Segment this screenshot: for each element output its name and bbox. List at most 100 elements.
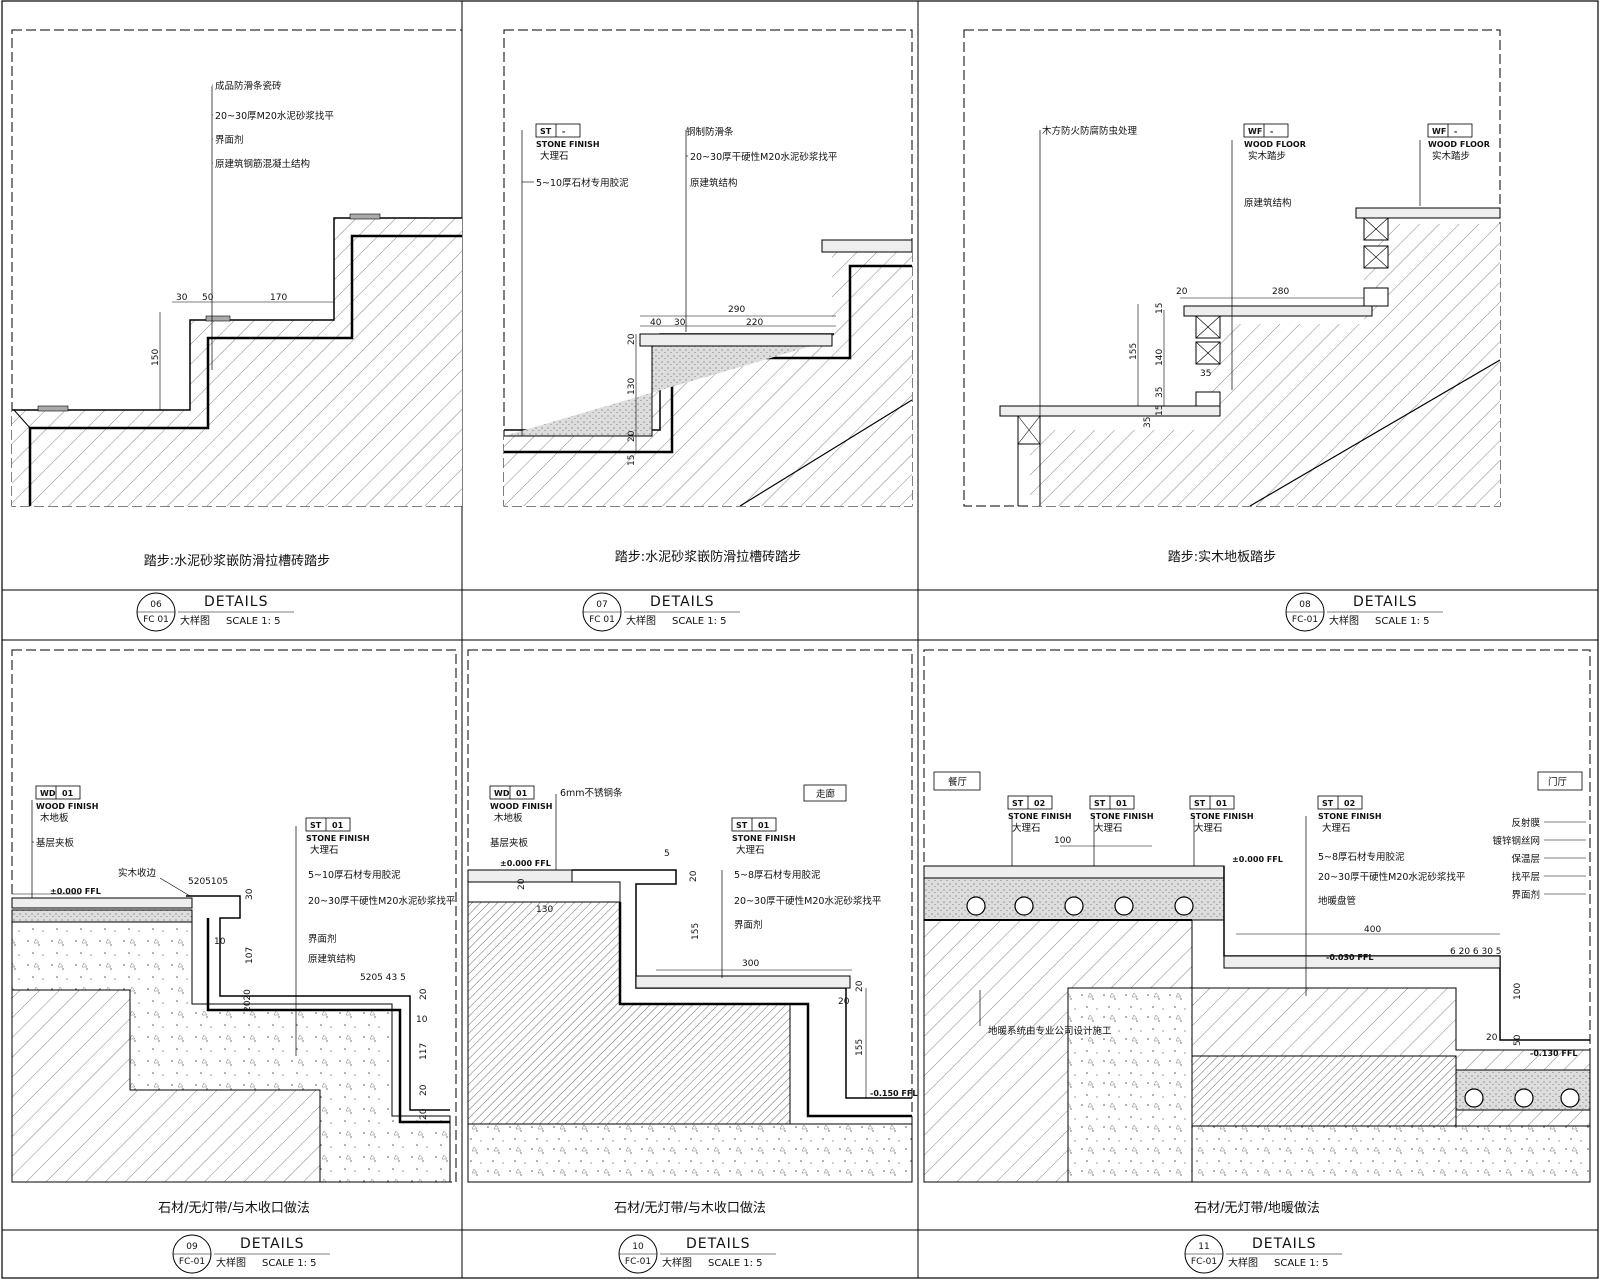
material-number: 01 (516, 789, 528, 798)
dimension: 130 (627, 378, 637, 395)
spec-label: 5~10厚石材专用胶泥 (308, 869, 401, 881)
dimension: 20 (689, 870, 699, 882)
spec-label: 20~30厚干硬性M20水泥砂浆找平 (1318, 871, 1466, 883)
spec-label: 地暖盘管 (1318, 895, 1356, 907)
spec-label: 界面剂 (215, 134, 244, 146)
dimension: 30 (674, 318, 686, 328)
dimension: 150 (151, 349, 161, 366)
spec-label: 镀锌钢丝网 (1492, 835, 1540, 847)
stair-section-10 (467, 794, 913, 1183)
material-number: 02 (1034, 799, 1045, 808)
dimension: 220 (746, 318, 763, 328)
material-tag (1427, 123, 1473, 138)
dimension: 50 (1513, 1034, 1523, 1046)
dimension: 400 (1364, 925, 1381, 935)
material-name: STONE FINISH (732, 834, 796, 843)
dimension: 280 (1272, 287, 1289, 297)
dimension: 40 (650, 318, 662, 328)
material-code: WD (40, 789, 56, 798)
dimension: 2020 (243, 989, 253, 1012)
material-tag (1243, 123, 1289, 138)
dimension: 130 (536, 905, 553, 915)
dimension: 20 (419, 988, 429, 1000)
sheet-ref: FC 01 (143, 615, 169, 625)
material-name-cn: 大理石 (1322, 822, 1351, 834)
detail-number: 06 (150, 600, 162, 610)
material-code: ST (310, 821, 322, 830)
detail-scale: SCALE 1: 5 (672, 616, 727, 627)
material-tag (305, 817, 351, 832)
direction-arrow (933, 771, 981, 791)
material-number: 02 (1344, 799, 1355, 808)
material-tag (1317, 795, 1363, 810)
stair-section-06 (12, 86, 462, 506)
spec-label: 5~8厚石材专用胶泥 (734, 869, 821, 881)
detail-number: 07 (596, 600, 607, 610)
spec-label: 成品防滑条瓷砖 (215, 80, 282, 92)
material-code: ST (540, 127, 552, 136)
dimension: 20 (627, 430, 637, 442)
leader (159, 877, 191, 897)
detail-subtitle: 大样图 (662, 1256, 692, 1269)
dimension: 155 (855, 1039, 865, 1056)
dimension: 5 (664, 849, 670, 859)
dimension: 107 (245, 947, 255, 964)
direction-arrow (1537, 771, 1583, 791)
spec-label: 界面剂 (308, 933, 337, 945)
dimension: 5205105 (188, 877, 228, 887)
material-tag (1189, 795, 1235, 810)
spec-label: 基层夹板 (36, 837, 75, 849)
detail-caption: 踏步:水泥砂浆嵌防滑拉槽砖踏步 (615, 549, 801, 565)
detail-subtitle: 大样图 (1228, 1256, 1258, 1269)
dimension: 30 (176, 293, 188, 303)
sheet-ref: FC-01 (179, 1257, 205, 1267)
detail-title: DETAILS (650, 594, 714, 610)
material-number: 01 (62, 789, 74, 798)
material-name: STONE FINISH (1318, 812, 1382, 821)
detail-scale: SCALE 1: 5 (262, 1258, 317, 1269)
dimension: 15 (1155, 303, 1165, 314)
detail-title: DETAILS (204, 594, 268, 610)
dimension: 140 (1155, 349, 1165, 366)
spec-label: 原建筑结构 (690, 177, 738, 189)
material-name-cn: 大理石 (1094, 822, 1123, 834)
level-mark: -0.150 FFL (870, 1089, 917, 1098)
detail-scale: SCALE 1: 5 (708, 1258, 763, 1269)
material-name-cn: 大理石 (1012, 822, 1041, 834)
material-name: WOOD FLOOR (1244, 140, 1306, 149)
detail-subtitle: 大样图 (216, 1256, 246, 1269)
material-number: - (1270, 127, 1273, 136)
spec-label: 20~30厚干硬性M20水泥砂浆找平 (690, 151, 838, 163)
dimension: 20 (419, 1084, 429, 1096)
material-name: WOOD FINISH (36, 802, 98, 811)
sheet-ref: FC 01 (589, 615, 615, 625)
detail-caption: 踏步:实木地板踏步 (1168, 550, 1276, 565)
spec-label: 木方防火防腐防虫处理 (1042, 125, 1138, 137)
detail-title: DETAILS (1252, 1236, 1316, 1252)
material-tag (35, 785, 81, 800)
dimension: 6 20 6 30 5 (1450, 947, 1502, 957)
detail-subtitle: 大样图 (626, 614, 656, 627)
detail-number: 11 (1198, 1242, 1209, 1252)
dimension: 20 (627, 333, 637, 345)
dimension: 30 (245, 888, 255, 900)
dimension: 100 (1054, 836, 1071, 846)
sheet-ref: FC-01 (1191, 1257, 1217, 1267)
stair-section-08 (999, 130, 1501, 507)
sheet-ref: FC-01 (1292, 615, 1318, 625)
spec-label: 找平层 (1511, 871, 1540, 883)
material-name-cn: 木地板 (40, 812, 69, 824)
dimension: 20 (1486, 1033, 1498, 1043)
dimension: 20 (1176, 287, 1188, 297)
level-mark: -0.130 FFL (1530, 1049, 1577, 1058)
detail-number: 09 (186, 1242, 198, 1252)
dimension: 50 (202, 293, 214, 303)
spec-label: 原建筑结构 (1244, 197, 1292, 209)
dimension: 20 (419, 1108, 429, 1120)
annotation-layer: 06 FC 01 DETAILS 大样图 SCALE 1: 5 07 FC 01 DETAIL… (32, 80, 1586, 1274)
detail-number: 08 (1299, 600, 1311, 610)
dimension: 290 (728, 305, 745, 315)
spec-label: 20~30厚干硬性M20水泥砂浆找平 (734, 895, 882, 907)
material-name: STONE FINISH (1090, 812, 1154, 821)
